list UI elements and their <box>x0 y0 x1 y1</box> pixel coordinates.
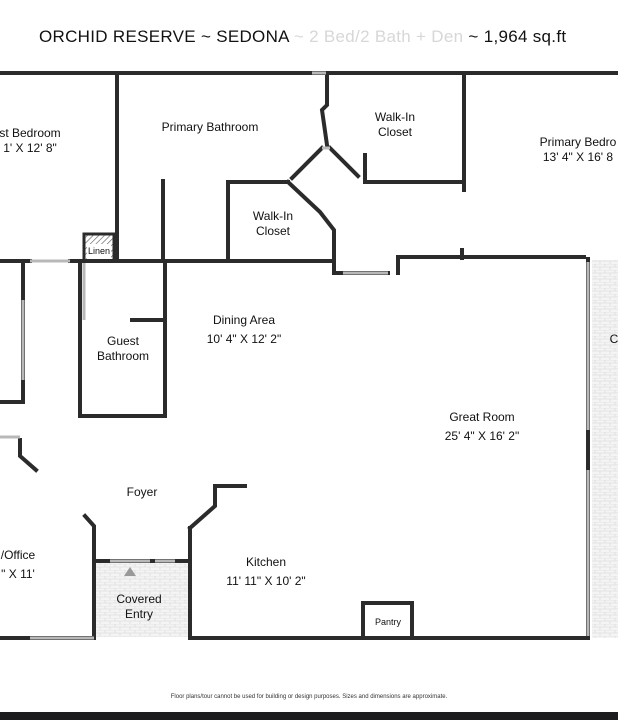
covered-entry-area <box>94 561 189 637</box>
foyer-label: Foyer <box>127 485 158 500</box>
title-separator: ~ <box>468 27 479 46</box>
primary-bathroom-name: Primary Bathroom <box>161 120 259 134</box>
great-room-name: Great Room <box>449 410 515 424</box>
windows <box>0 71 590 640</box>
header: ORCHID RESERVE ~ SEDONA ~ 2 Bed/2 Bath +… <box>0 0 618 72</box>
great-room-dims: 25' 4" X 16' 2" <box>444 429 520 443</box>
faded-description: ~ 2 Bed/2 Bath + Den <box>288 27 469 46</box>
linen-name: Linen <box>87 246 111 256</box>
primary-bathroom-label: Primary Bathroom <box>162 120 259 135</box>
kitchen-name: Kitchen <box>245 555 287 569</box>
disclaimer-note: Floor plans/tour cannot be used for buil… <box>170 694 448 700</box>
covered-entry-line2: Entry <box>124 607 154 621</box>
pantry-name: Pantry <box>374 617 402 627</box>
office-name: /Office <box>0 548 36 562</box>
primary-bedroom-name: Primary Bedro <box>539 135 617 149</box>
kitchen-dims: 11' 11" X 10' 2" <box>226 574 306 588</box>
dining-area-dims: 10' 4" X 12' 2" <box>206 332 282 346</box>
great-room-label: Great Room 25' 4" X 16' 2" <box>445 410 519 444</box>
patio-name: C <box>609 332 618 346</box>
walkin-closet-top-line1: Walk-In <box>374 110 416 124</box>
office-label: /Office " X 11' <box>1 548 35 582</box>
entry-arrow-icon <box>124 567 136 576</box>
pantry-label: Pantry <box>375 615 401 630</box>
bottom-bar <box>0 712 618 720</box>
property-name: ORCHID RESERVE ~ SEDONA <box>39 27 289 46</box>
guest-bathroom-line2: Bathroom <box>96 349 150 363</box>
page-title: ORCHID RESERVE ~ SEDONA ~ 2 Bed/2 Bath +… <box>39 27 566 47</box>
walkin-closet-mid-line2: Closet <box>255 224 291 238</box>
dining-area-name: Dining Area <box>212 313 276 327</box>
walls <box>0 71 618 640</box>
covered-entry-line1: Covered <box>116 592 162 606</box>
linen-label: Linen <box>86 244 112 259</box>
walkin-closet-top-line2: Closet <box>377 125 413 139</box>
dining-area-label: Dining Area 10' 4" X 12' 2" <box>207 313 281 347</box>
walkin-closet-mid-line1: Walk-In <box>252 209 294 223</box>
office-dims: " X 11' <box>1 567 35 581</box>
total-area: 1,964 sq.ft <box>483 27 567 46</box>
patio-label: C <box>610 332 618 347</box>
guest-bedroom-name: st Bedroom <box>0 126 61 140</box>
kitchen-label: Kitchen 11' 11" X 10' 2" <box>226 555 305 589</box>
guest-bathroom-line1: Guest <box>106 334 139 348</box>
patio-area <box>592 260 618 638</box>
foyer-name: Foyer <box>126 485 158 499</box>
primary-bedroom-dims: 13' 4" X 16' 8 <box>542 150 614 164</box>
guest-bedroom-dims: 1' X 12' 8" <box>3 141 57 155</box>
